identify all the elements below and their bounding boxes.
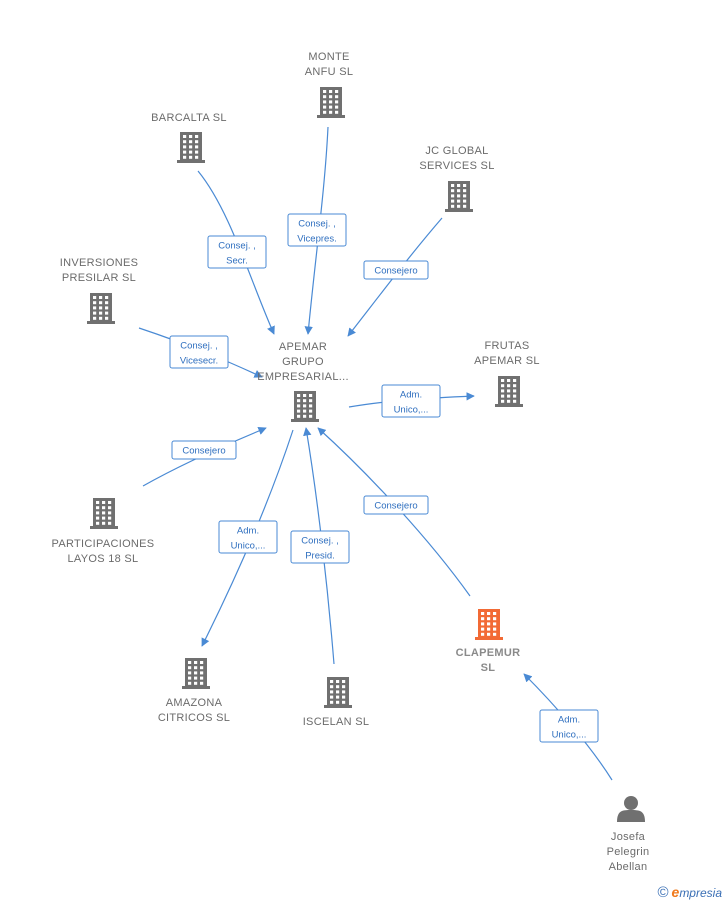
building-icon (317, 87, 345, 118)
nodes-layer: APEMAR GRUPO EMPRESARIAL... MONTE ANFU SL BAR… (52, 51, 650, 873)
building-icon (291, 391, 319, 422)
node-amazona[interactable]: AMAZONA CITRICOS SL (158, 658, 230, 724)
edge-labels-layer: Consej. , Secr. Consej. , Vicepres. Consejer… (169, 213, 599, 743)
node-label-line: ISCELAN SL (303, 716, 370, 728)
building-icon (495, 376, 523, 407)
node-label-line: ANFU SL (305, 66, 354, 78)
edge-label-line: Presid. (305, 551, 335, 562)
node-label-line: LAYOS 18 SL (68, 553, 139, 565)
node-participaciones[interactable]: PARTICIPACIONES LAYOS 18 SL (52, 498, 155, 565)
edge-label-box (171, 440, 237, 460)
edge-label-clapemur-apemar[interactable]: Consejero (363, 495, 429, 515)
edge-label-barcalta-apemar[interactable]: Consej. , Secr. (207, 235, 267, 269)
edge-label-line: Adm. (400, 390, 422, 401)
node-barcalta[interactable]: BARCALTA SL (151, 112, 227, 163)
node-label-line: APEMAR (279, 341, 327, 353)
edge-label-line: Consej. , (298, 219, 336, 230)
copyright-icon: © (657, 884, 669, 901)
building-icon (324, 677, 352, 708)
node-label-line: Pelegrin (607, 846, 650, 858)
building-icon (90, 498, 118, 529)
node-label-line: PRESILAR SL (62, 272, 136, 284)
edge-label-box (290, 530, 350, 564)
edge-label-monte-apemar[interactable]: Consej. , Vicepres. (287, 213, 347, 247)
node-iscelan[interactable]: ISCELAN SL (303, 677, 370, 728)
edge-label-box (381, 384, 441, 418)
node-label-line: Josefa (611, 831, 646, 843)
edge-label-line: Consej. , (301, 536, 339, 547)
edge-label-line: Unico,... (552, 730, 587, 741)
edge-label-box (207, 235, 267, 269)
building-icon (182, 658, 210, 689)
node-apemar[interactable]: APEMAR GRUPO EMPRESARIAL... (257, 341, 349, 422)
edge-label-line: Unico,... (394, 405, 429, 416)
edge-label-apemar-frutas[interactable]: Adm. Unico,... (381, 384, 441, 418)
edge-label-apemar-amazona[interactable]: Adm. Unico,... (218, 520, 278, 554)
edge-label-box (169, 335, 229, 369)
node-label-line: FRUTAS (485, 340, 530, 352)
node-monte[interactable]: MONTE ANFU SL (305, 51, 354, 118)
edge-label-iscelan-apemar[interactable]: Consej. , Presid. (290, 530, 350, 564)
node-label-line: APEMAR SL (474, 355, 540, 367)
node-label-line: GRUPO (282, 356, 324, 368)
edge-label-box (363, 260, 429, 280)
building-icon (87, 293, 115, 324)
node-label-line: SL (481, 662, 496, 674)
node-label-line: JC GLOBAL (425, 145, 488, 157)
edge-label-line: Consejero (374, 266, 417, 277)
edge-label-line: Unico,... (231, 541, 266, 552)
edge-label-josefa-clapemur[interactable]: Adm. Unico,... (539, 709, 599, 743)
node-label-line: EMPRESARIAL... (257, 371, 349, 383)
edge-label-box (218, 520, 278, 554)
node-jcglobal[interactable]: JC GLOBAL SERVICES SL (419, 145, 494, 212)
node-clapemur[interactable]: CLAPEMUR SL (456, 609, 521, 674)
building-icon (177, 132, 205, 163)
node-label-line: MONTE (308, 51, 349, 63)
node-label-line: SERVICES SL (419, 160, 494, 172)
node-label-line: AMAZONA (166, 697, 223, 709)
edge-label-line: Secr. (226, 256, 248, 267)
edge-label-participaciones-apemar[interactable]: Consejero (171, 440, 237, 460)
person-icon (617, 796, 645, 822)
edge-label-line: Vicepres. (297, 234, 336, 245)
node-label-line: INVERSIONES (60, 257, 139, 269)
edge-label-line: Consej. , (218, 241, 256, 252)
node-frutas[interactable]: FRUTAS APEMAR SL (474, 340, 540, 407)
node-inversiones[interactable]: INVERSIONES PRESILAR SL (60, 257, 139, 324)
node-label-line: CITRICOS SL (158, 712, 230, 724)
edge-label-inversiones-apemar[interactable]: Consej. , Vicesecr. (169, 335, 229, 369)
brand-name: mpresia (679, 886, 722, 900)
edge-label-box (363, 495, 429, 515)
brand-logo-letter: e (671, 884, 680, 900)
edge-label-jcglobal-apemar[interactable]: Consejero (363, 260, 429, 280)
node-label-line: PARTICIPACIONES (52, 538, 155, 550)
edge-label-box (287, 213, 347, 247)
node-label-line: CLAPEMUR (456, 647, 521, 659)
edge-label-line: Adm. (237, 526, 259, 537)
edge-label-line: Consej. , (180, 341, 218, 352)
edge-label-line: Consejero (374, 501, 417, 512)
node-label-line: Abellan (609, 861, 648, 873)
node-label-line: BARCALTA SL (151, 112, 227, 124)
empresia-brand[interactable]: ©empresia (657, 884, 722, 901)
building-icon (445, 181, 473, 212)
building-icon (475, 609, 503, 640)
edge-label-line: Adm. (558, 715, 580, 726)
edge-label-line: Consejero (182, 446, 225, 457)
edge-label-line: Vicesecr. (180, 356, 218, 367)
edge-label-box (539, 709, 599, 743)
